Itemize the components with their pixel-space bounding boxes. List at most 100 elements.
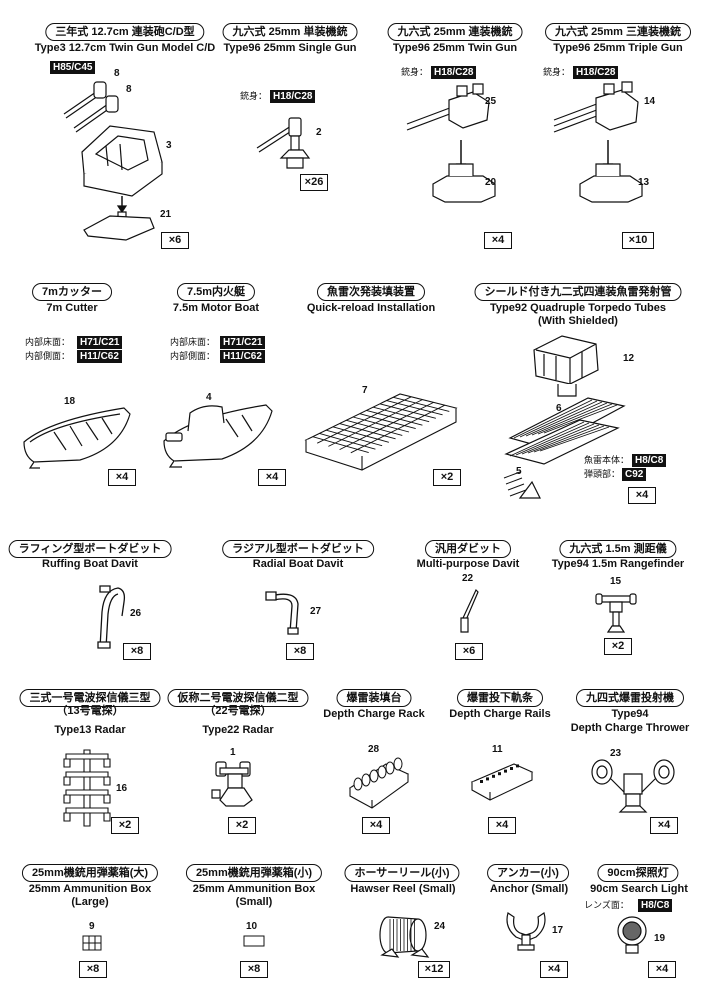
item-en-title: 90cm Search Light <box>590 883 688 895</box>
item-type3-twin-gun: 三年式 12.7cm 連装砲C/D型 Type3 12.7cm Twin Gun… <box>0 0 250 260</box>
part-number: 24 <box>434 921 446 932</box>
part-number: 23 <box>610 748 622 759</box>
color-code-label: 銃身： <box>401 67 429 77</box>
item-en-title: Ruffing Boat Davit <box>42 558 138 570</box>
item-jp-title: 爆雷投下軌条 <box>457 689 543 707</box>
hawser-reel-illustration <box>378 913 430 957</box>
part-number: 3 <box>166 140 172 151</box>
part-number: 10 <box>246 921 258 932</box>
item-jp-title: アンカー(小) <box>487 864 569 882</box>
anchor-illustration <box>502 909 550 951</box>
item-jp-subtitle: （22号電探） <box>204 705 272 717</box>
color-code-label: 銃身： <box>240 91 268 101</box>
part-number: 2 <box>316 127 322 138</box>
part-number: 17 <box>552 925 564 936</box>
color-code-label: 銃身： <box>543 67 571 77</box>
quantity-badge: ×6 <box>161 232 189 249</box>
item-type94-depth-charge-thrower: 九四式爆雷投射機 Type94 Depth Charge Thrower 23 … <box>560 680 706 840</box>
part-number: 19 <box>654 933 666 944</box>
item-en-title: 25mm Ammunition Box <box>28 883 152 895</box>
depth-charge-rails-illustration <box>468 760 536 804</box>
item-90cm-search-light: 90cm探照灯 90cm Search Light レンズ面： H8/C8 19… <box>580 855 706 995</box>
color-code-label: 内部床面： <box>25 337 71 347</box>
item-en-title: Type22 Radar <box>202 724 274 736</box>
item-jp-title: 九六式 1.5m 測距儀 <box>559 540 677 558</box>
color-code-label: レンズ面： <box>584 900 629 910</box>
color-code: H85/C45 <box>50 61 96 74</box>
quantity-badge: ×4 <box>108 469 136 486</box>
item-type96-twin-gun: 九六式 25mm 連装機銃 Type96 25mm Twin Gun 銃身： H… <box>385 0 525 260</box>
item-en-title: Type92 Quadruple Torpedo Tubes <box>489 302 667 314</box>
part-number: 22 <box>462 573 474 584</box>
radial-davit-illustration <box>262 588 308 638</box>
quantity-badge: ×4 <box>650 817 678 834</box>
color-code: H71/C21 <box>220 336 266 349</box>
color-code: H11/C62 <box>77 350 122 363</box>
item-en-title: Type96 25mm Single Gun <box>223 42 357 54</box>
quick-reload-rack-illustration <box>300 390 460 475</box>
item-en-title: Type96 25mm Triple Gun <box>553 42 683 54</box>
quantity-badge: ×26 <box>300 174 328 191</box>
color-code: H8/C8 <box>638 899 673 912</box>
color-code: H71/C21 <box>77 336 123 349</box>
quantity-badge: ×6 <box>455 643 483 660</box>
item-en-subtitle: (With Shielded) <box>538 315 618 327</box>
single-gun-illustration <box>255 108 325 173</box>
part-number: 8 <box>126 84 132 95</box>
item-anchor-small: アンカー(小) Anchor (Small) 17 ×4 <box>480 855 580 995</box>
item-ammo-box-small: 25mm機銃用弾薬箱(小) 25mm Ammunition Box (Small… <box>180 855 330 995</box>
quantity-badge: ×4 <box>648 961 676 978</box>
depth-charge-thrower-illustration <box>588 756 678 814</box>
quantity-badge: ×2 <box>228 817 256 834</box>
part-number: 4 <box>206 392 212 403</box>
triple-gun-mount-illustration <box>550 80 655 215</box>
item-en-subtitle: (Small) <box>235 896 273 908</box>
item-en-title: 25mm Ammunition Box <box>192 883 316 895</box>
part-number: 16 <box>116 783 128 794</box>
item-en-title: Depth Charge Rails <box>449 708 551 720</box>
item-jp-title: 九六式 25mm 三連装機銃 <box>545 23 691 41</box>
rangefinder-illustration <box>596 590 636 634</box>
torpedo-tubes-illustration <box>500 330 650 495</box>
item-hawser-reel-small: ホーサーリール(小) Hawser Reel (Small) 24 ×12 <box>330 855 480 995</box>
ammo-box-small-illustration <box>243 935 265 947</box>
part-number: 28 <box>368 744 380 755</box>
part-number: 27 <box>310 606 322 617</box>
motor-boat-illustration <box>160 395 275 470</box>
item-radial-boat-davit: ラジアル型ボートダビット Radial Boat Davit 27 ×8 <box>200 530 390 670</box>
part-number: 14 <box>644 96 656 107</box>
item-ammo-box-large: 25mm機銃用弾薬箱(大) 25mm Ammunition Box (Large… <box>0 855 180 995</box>
item-en-subtitle: (Large) <box>71 896 109 908</box>
item-jp-title: ラフィング型ボートダビット <box>8 540 172 558</box>
quantity-badge: ×8 <box>286 643 314 660</box>
quantity-badge: ×4 <box>362 817 390 834</box>
multi-purpose-davit-illustration <box>458 588 482 636</box>
item-type22-radar: 仮称二号電波探信儀二型 （22号電探） Type22 Radar 1 ×2 <box>167 680 310 840</box>
item-jp-title: 九六式 25mm 単装機銃 <box>222 23 358 41</box>
part-number: 11 <box>492 744 503 755</box>
item-jp-title: 25mm機銃用弾薬箱(小) <box>185 864 323 882</box>
part-number: 6 <box>556 403 562 414</box>
item-depth-charge-rails: 爆雷投下軌条 Depth Charge Rails 11 ×4 <box>440 680 560 840</box>
part-number: 20 <box>485 177 497 188</box>
item-jp-title: シールド付き九二式四連装魚雷発射管 <box>474 283 682 301</box>
color-code: H18/C28 <box>431 66 477 79</box>
twin-gun-turret-illustration <box>62 70 172 240</box>
search-light-illustration <box>616 913 652 955</box>
item-jp-title: ホーサーリール(小) <box>344 864 460 882</box>
color-code: H8/C8 <box>632 454 667 467</box>
color-code-label: 内部側面： <box>25 351 71 361</box>
quantity-badge: ×10 <box>622 232 654 249</box>
item-jp-subtitle: （13号電探） <box>56 705 124 717</box>
item-en-title: Radial Boat Davit <box>252 558 344 570</box>
type22-radar-illustration <box>208 760 262 808</box>
item-type92-quad-torpedo-tubes: シールド付き九二式四連装魚雷発射管 Type92 Quadruple Torpe… <box>460 270 706 510</box>
part-number: 9 <box>89 921 95 932</box>
part-number: 25 <box>485 96 497 107</box>
item-jp-title: 九四式爆雷投射機 <box>576 689 684 707</box>
item-en-title: Hawser Reel (Small) <box>350 883 456 895</box>
item-jp-title: 三式一号電波探信儀三型 <box>19 689 161 707</box>
item-quick-reload-installation: 魚雷次発装填装置 Quick-reload Installation 7 ×2 <box>290 270 461 510</box>
item-en-title: Quick-reload Installation <box>306 302 436 314</box>
item-jp-title: 九六式 25mm 連装機銃 <box>387 23 523 41</box>
